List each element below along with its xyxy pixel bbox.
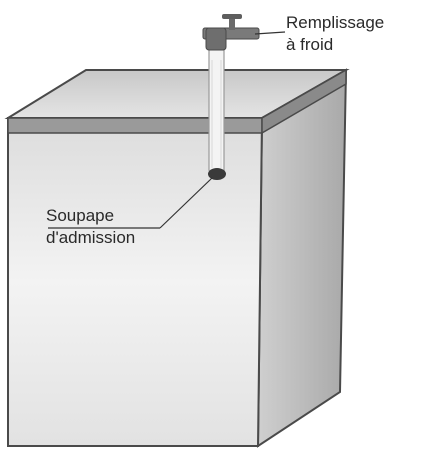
lid-band-side (261, 68, 347, 135)
cold-fill-label: Remplissage à froid (286, 12, 384, 56)
fill-pipe (208, 47, 225, 173)
admission-valve (208, 168, 226, 180)
admission-valve-label: Soupape d'admission (46, 205, 135, 249)
cold-fill-label-line2: à froid (286, 35, 334, 54)
admission-valve-label-line2: d'admission (46, 228, 136, 247)
fill-leader-line (254, 31, 286, 35)
cold-fill-label-line1: Remplissage (286, 13, 385, 32)
valve-leader-line-diagonal (159, 177, 213, 229)
tap-icon (202, 14, 260, 51)
admission-valve-label-line1: Soupape (46, 206, 115, 225)
